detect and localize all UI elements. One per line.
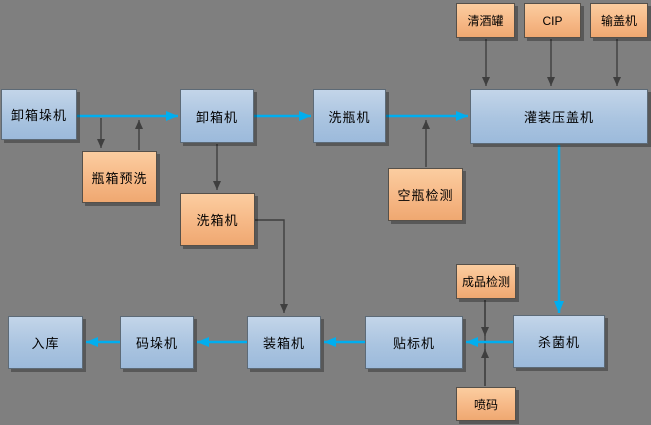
node-inkjet-coder: 喷码 xyxy=(456,387,516,421)
node-crate-prewash-label: 瓶箱预洗 xyxy=(91,170,148,186)
node-bright-beer-tank: 清酒罐 xyxy=(456,3,515,38)
node-labeler-label: 贴标机 xyxy=(392,336,435,351)
node-sterilizer: 杀菌机 xyxy=(513,315,605,368)
node-filling-capper-label: 灌装压盖机 xyxy=(523,110,594,125)
node-cip-label: CIP xyxy=(542,13,563,28)
node-unbox-stacker: 卸箱垛机 xyxy=(1,89,77,140)
node-cap-feeder: 输盖机 xyxy=(590,3,648,38)
node-bright-beer-tank-label: 清酒罐 xyxy=(467,14,504,28)
edge-crate-washer-to-case-packer xyxy=(255,219,288,313)
node-filling-capper: 灌装压盖机 xyxy=(470,89,648,144)
node-crate-washer-label: 洗箱机 xyxy=(196,213,239,228)
node-case-packer-label: 装箱机 xyxy=(262,336,305,351)
node-bottle-washer-label: 洗瓶机 xyxy=(328,109,371,125)
node-labeler: 贴标机 xyxy=(365,316,463,369)
node-warehouse: 入库 xyxy=(8,316,83,369)
node-case-packer: 装箱机 xyxy=(247,316,321,369)
node-empty-bottle-inspect-label: 空瓶检测 xyxy=(397,188,454,203)
node-inkjet-coder-label: 喷码 xyxy=(473,397,498,412)
node-finished-inspect-label: 成品检测 xyxy=(461,275,510,289)
node-crate-washer: 洗箱机 xyxy=(180,193,255,246)
node-unbox-machine-label: 卸箱机 xyxy=(195,109,238,125)
node-finished-inspect: 成品检测 xyxy=(456,264,516,299)
node-cap-feeder-label: 输盖机 xyxy=(600,14,637,28)
node-unbox-machine: 卸箱机 xyxy=(180,89,254,143)
node-sterilizer-label: 杀菌机 xyxy=(537,335,580,350)
node-empty-bottle-inspect: 空瓶检测 xyxy=(388,168,463,221)
node-palletizer: 码垛机 xyxy=(120,316,194,369)
node-crate-prewash: 瓶箱预洗 xyxy=(82,151,157,203)
node-palletizer-label: 码垛机 xyxy=(135,336,178,351)
node-cip: CIP xyxy=(524,3,581,38)
node-bottle-washer: 洗瓶机 xyxy=(313,89,386,143)
node-warehouse-label: 入库 xyxy=(31,336,60,351)
node-unbox-stacker-label: 卸箱垛机 xyxy=(10,108,67,123)
